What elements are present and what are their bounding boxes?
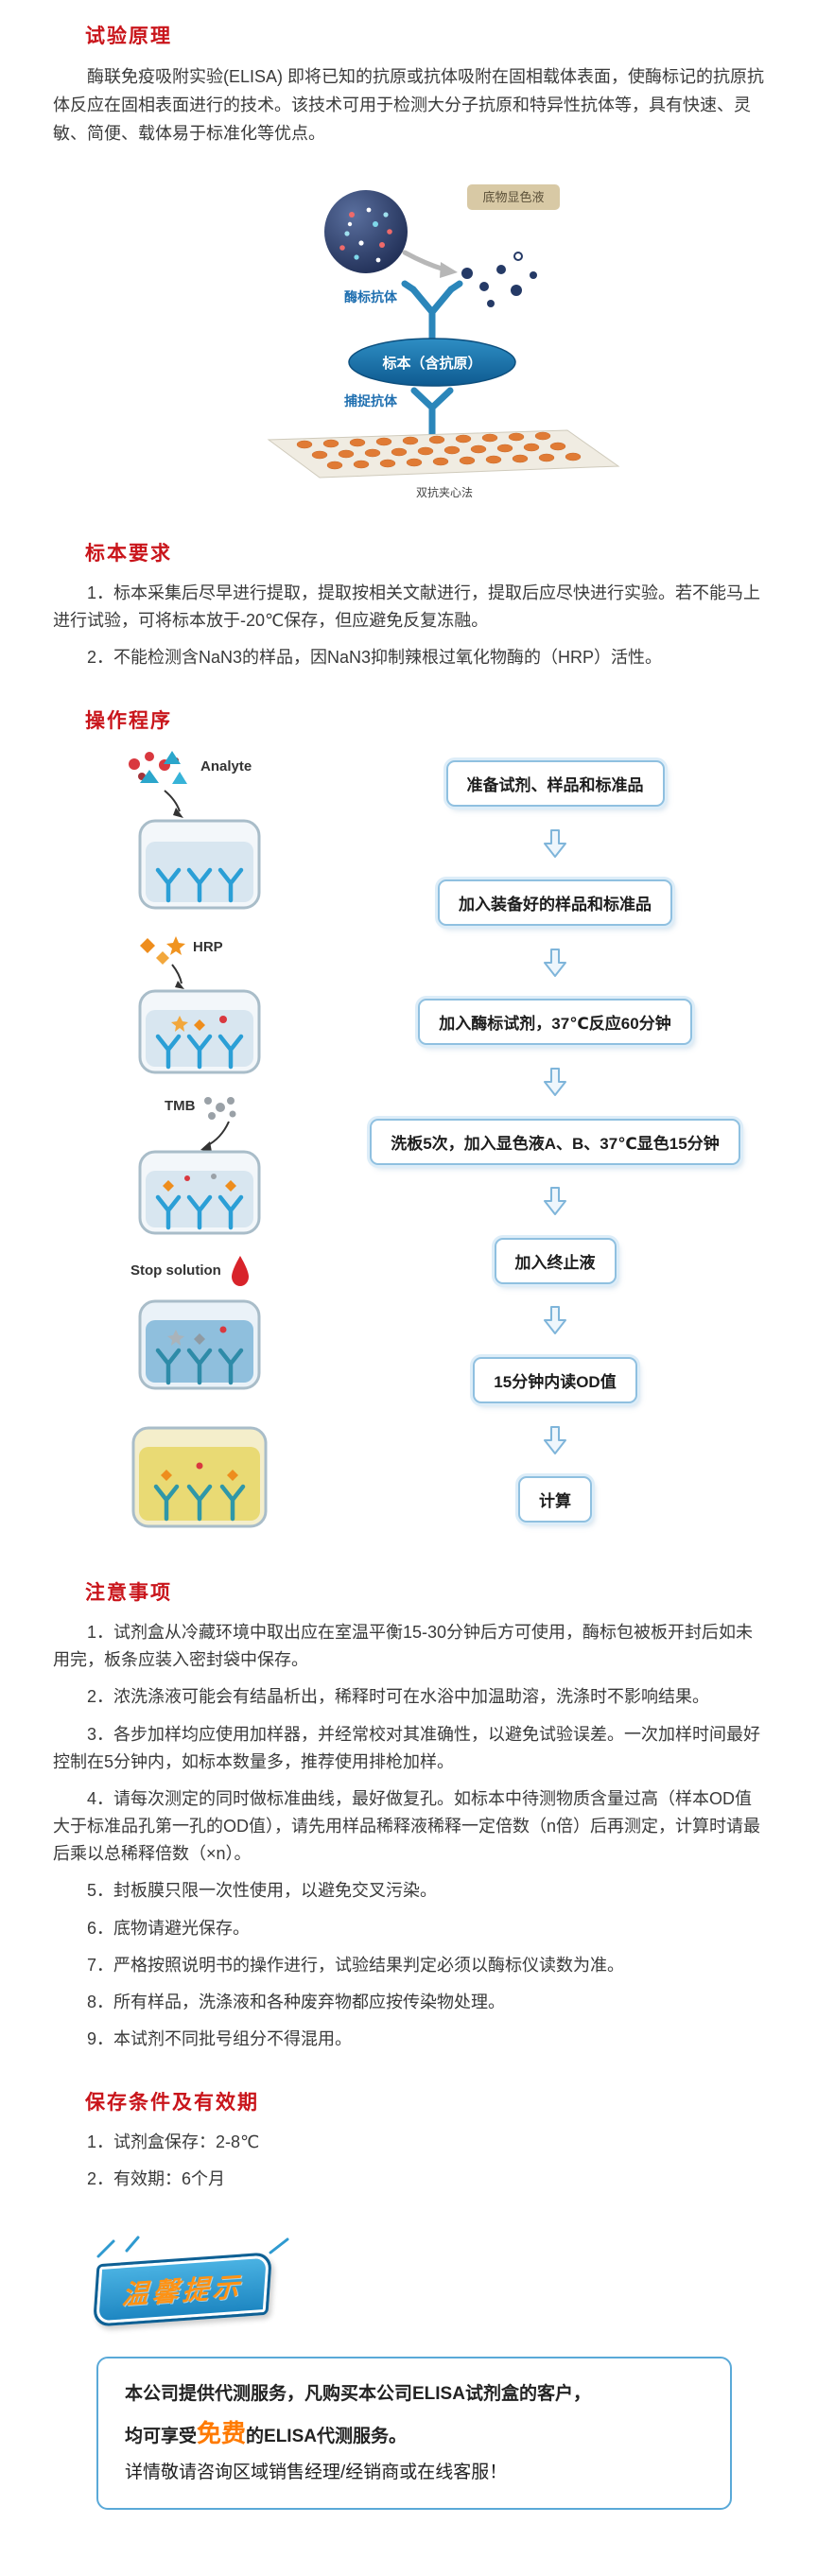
- stage-tmb-label: TMB: [165, 1098, 196, 1114]
- well: [138, 1299, 261, 1390]
- stage-tmb: TMB: [53, 1089, 346, 1239]
- microplate: [267, 429, 620, 479]
- antibodies: [155, 1034, 244, 1070]
- notes-items: 1．试剂盒从冷藏环境中取出应在室温平衡15-30分钟后方可使用，酶标包被板开封后…: [53, 1619, 764, 2053]
- section-title-storage: 保存条件及有效期: [85, 2092, 259, 2115]
- elisa-principle-diagram: 底物显色液 酶标抗体: [53, 158, 764, 504]
- enzyme-sphere-icon: [324, 189, 408, 273]
- flow-step-2: 加入装备好的样品和标准品: [438, 879, 672, 927]
- droplet-icon: [232, 1256, 249, 1287]
- down-arrow-icon: [171, 964, 184, 990]
- hrp-conjugate: [194, 1019, 205, 1032]
- principle-paragraph: 酶联免疫吸附实验(ELISA) 即将已知的抗原或抗体吸附在固相载体表面，使酶标记…: [53, 67, 765, 144]
- note-item: 9．本试剂不同批号组分不得混用。: [87, 2029, 353, 2049]
- flow-arrow-icon: [544, 948, 566, 977]
- section-title-notes: 注意事项: [85, 1582, 172, 1605]
- stage-stop-svg: Stop solution: [130, 1256, 261, 1390]
- tmb-dots: [204, 1097, 236, 1121]
- flow-step-6: 15分钟内读OD值: [473, 1356, 637, 1403]
- down-arrow-icon: [164, 790, 183, 819]
- antibodies: [155, 1348, 244, 1385]
- note-item: 7．严格按照说明书的操作进行，试验结果判定必须以酶标仪读数为准。: [87, 1955, 625, 1975]
- well: [138, 1150, 261, 1235]
- storage-item: 2．有效期：6个月: [87, 2169, 226, 2189]
- tips-text: 温馨提示: [120, 2271, 244, 2310]
- note-item: 4．请每次测定的同时做标准曲线，最好做复孔。如标本中待测物质含量过高（样本OD值…: [53, 1788, 761, 1864]
- diagram-caption: 双抗夹心法: [416, 485, 473, 499]
- service-notice-box: 本公司提供代测服务，凡购买本公司ELISA试剂盒的客户， 均可享受免费的ELIS…: [96, 2356, 732, 2510]
- well: [138, 989, 261, 1074]
- storage-items: 1．试剂盒保存：2-8℃ 2．有效期：6个月: [53, 2129, 764, 2193]
- flow-arrow-icon: [544, 1425, 566, 1454]
- flow-arrow-icon: [544, 1306, 566, 1335]
- stage-column: Analyte: [53, 747, 346, 1543]
- section-title-procedure: 操作程序: [85, 710, 172, 733]
- stage-stop-solution: Stop solution: [53, 1250, 346, 1400]
- flow-step-5: 加入终止液: [494, 1237, 617, 1284]
- substrate-dots: [461, 251, 537, 307]
- hrp-markers: [140, 936, 185, 966]
- tips-badge: 温馨提示: [92, 2236, 764, 2338]
- tips-bubble: 温馨提示: [92, 2251, 273, 2327]
- antibodies: [155, 1194, 244, 1230]
- stage-stop-label: Stop solution: [130, 1262, 221, 1279]
- enzyme-antibody-label: 酶标抗体: [344, 289, 398, 305]
- stage-hrp-label: HRP: [193, 939, 223, 955]
- substrate-label-text: 底物显色液: [482, 190, 544, 204]
- flow-step-3: 加入酶标试剂，37℃反应60分钟: [418, 999, 692, 1046]
- analyte-molecules: [129, 751, 187, 785]
- section-title-principle: 试验原理: [85, 26, 172, 47]
- storage-item: 1．试剂盒保存：2-8℃: [87, 2132, 260, 2152]
- well: [138, 819, 261, 910]
- antibodies: [155, 867, 244, 903]
- note-item: 5．封板膜只限一次性使用，以避免交叉污染。: [87, 1881, 438, 1901]
- antibodies: [153, 1484, 246, 1522]
- note-item: 1．试剂盒从冷藏环境中取出应在室温平衡15-30分钟后方可使用，酶标包被板开封后…: [53, 1623, 754, 1670]
- service-line-2: 均可享受免费的ELISA代测服务。: [125, 2418, 407, 2447]
- well: [131, 1426, 268, 1528]
- stage-analyte-label: Analyte: [200, 758, 252, 775]
- stage-analyte-svg: Analyte: [129, 751, 261, 910]
- down-arrow-icon: [200, 1121, 230, 1153]
- service-line-1: 本公司提供代测服务，凡购买本公司ELISA试剂盒的客户，: [125, 2383, 591, 2404]
- specimen-label: 标本（含抗原）: [381, 355, 481, 372]
- specimen-ellipse: 标本（含抗原）: [348, 337, 516, 387]
- elisa-principle-svg: 底物显色液 酶标抗体: [267, 183, 620, 499]
- note-item: 3．各步加样均应使用加样器，并经常校对其准确性，以避免试验误差。一次加样时间最好…: [53, 1724, 761, 1771]
- stage-hrp-svg: HRP: [138, 936, 261, 1074]
- note-item: 8．所有样品，洗涤液和各种废弃物都应按传染物处理。: [87, 1992, 506, 2011]
- procedure-diagram: Analyte: [53, 747, 764, 1543]
- flow-arrow-icon: [544, 828, 566, 858]
- stage-final-svg: [131, 1426, 268, 1528]
- specimen-items: 1．标本采集后尽早进行提取，提取按相关文献进行，提取后应尽快进行实验。若不能马上…: [53, 580, 764, 671]
- free-highlight: 免费: [197, 2418, 247, 2447]
- flow-step-4: 洗板5次，加入显色液A、B、37℃显色15分钟: [370, 1118, 740, 1165]
- stage-hrp: HRP: [53, 929, 346, 1078]
- flow-step-1: 准备试剂、样品和标准品: [445, 760, 665, 808]
- substrate-label: 底物显色液: [467, 183, 560, 210]
- section-title-specimen: 标本要求: [85, 542, 172, 565]
- specimen-item: 2．不能检测含NaN3的样品，因NaN3抑制辣根过氧化物酶的（HRP）活性。: [87, 648, 663, 668]
- flowchart-column: 准备试剂、样品和标准品 加入装备好的样品和标准品 加入酶标试剂，37℃反应60分…: [346, 747, 764, 1543]
- note-item: 2．浓洗涤液可能会有结晶析出，稀释时可在水浴中加温助溶，洗涤时不影响结果。: [87, 1687, 710, 1707]
- stage-tmb-svg: TMB: [138, 1097, 261, 1235]
- stage-final: [53, 1411, 346, 1543]
- substrate-arrow-icon: [402, 250, 458, 278]
- note-item: 6．底物请避光保存。: [87, 1918, 251, 1938]
- stage-analyte: Analyte: [53, 747, 346, 917]
- flow-arrow-icon: [544, 1187, 566, 1216]
- service-line-3: 详情敬请咨询区域销售经理/经销商或在线客服！: [125, 2462, 508, 2482]
- enzyme-antibody-shape: [401, 280, 463, 344]
- capture-antibody-label: 捕捉抗体: [344, 393, 398, 409]
- specimen-item: 1．标本采集后尽早进行提取，提取按相关文献进行，提取后应尽快进行实验。若不能马上…: [53, 583, 761, 630]
- flow-arrow-icon: [544, 1068, 566, 1097]
- flow-step-7: 计算: [518, 1476, 592, 1523]
